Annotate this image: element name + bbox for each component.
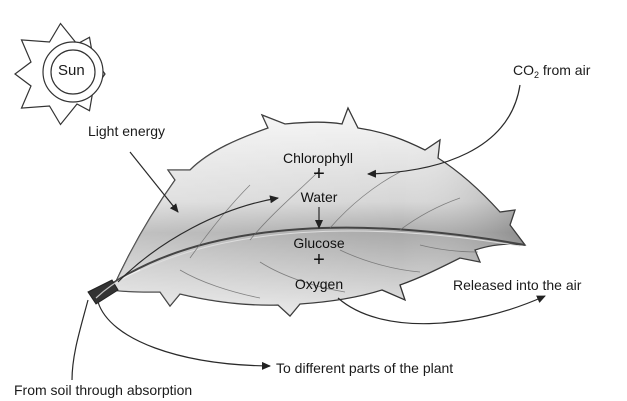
co2-rest-text: from air — [539, 62, 590, 78]
co2-text: CO — [513, 62, 534, 78]
to-parts-label: To different parts of the plant — [276, 360, 453, 376]
released-label: Released into the air — [453, 277, 581, 293]
light-energy-arrow — [130, 152, 178, 212]
plus-sign-2: + — [308, 250, 330, 270]
plus-sign-1: + — [308, 164, 330, 184]
light-energy-label: Light energy — [88, 123, 165, 139]
released-arrow — [338, 296, 545, 324]
to-parts-arrow — [98, 302, 270, 366]
from-soil-label: From soil through absorption — [14, 382, 192, 398]
oxygen-label: Oxygen — [276, 276, 362, 292]
sun-label: Sun — [58, 63, 85, 79]
from-soil-line — [72, 300, 88, 380]
water-label: Water — [280, 189, 358, 205]
co2-label: CO2 from air — [513, 62, 590, 83]
